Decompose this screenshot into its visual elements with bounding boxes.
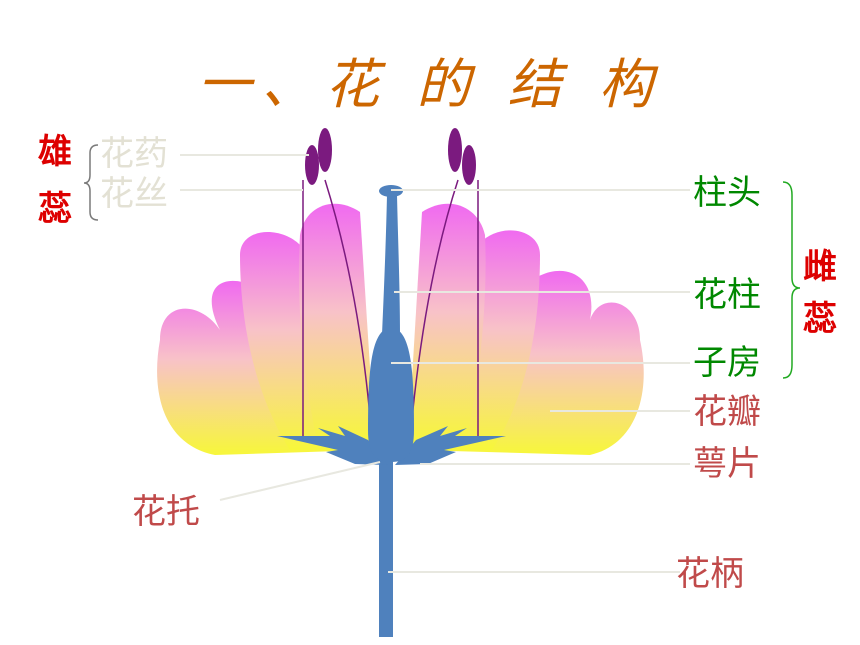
anther-shape [462, 145, 476, 185]
page-title: 一、花 的 结 构 [197, 53, 663, 116]
stamen-group-label-bottom: 蕊 [38, 189, 72, 229]
pistil-brace [782, 181, 801, 379]
sepal-shape-left [277, 426, 388, 465]
stamen-brace [83, 144, 99, 221]
pistil-group-label-top: 雌 [803, 247, 837, 287]
sepal-label: 萼片 [693, 444, 761, 484]
anther-shape [448, 128, 462, 172]
style-label: 花柱 [693, 275, 761, 315]
leader-receptacle [219, 461, 381, 501]
sepal-shape-right [395, 426, 506, 465]
pedicel-shape [379, 445, 393, 637]
pedicel-label: 花柄 [676, 554, 744, 594]
anther-label: 花药 [100, 134, 168, 174]
anther-shape [318, 128, 332, 172]
ovary-shape [368, 330, 414, 462]
pistil-group-label-bottom: 蕊 [803, 299, 837, 339]
receptacle-label: 花托 [132, 492, 200, 532]
petal-label: 花瓣 [693, 392, 761, 432]
braces [83, 144, 801, 379]
anther-shape [305, 145, 319, 185]
style-shape [382, 195, 400, 335]
petal-inner-left [298, 203, 375, 445]
stamens [302, 128, 479, 441]
petal-inner-right [408, 203, 486, 445]
filament-label: 花丝 [100, 174, 168, 214]
petals [157, 203, 644, 455]
ovary-label: 子房 [693, 343, 761, 383]
stigma-label: 柱头 [693, 173, 761, 213]
stamen-group-label-top: 雄 [38, 132, 72, 172]
leader-lines [180, 154, 690, 573]
